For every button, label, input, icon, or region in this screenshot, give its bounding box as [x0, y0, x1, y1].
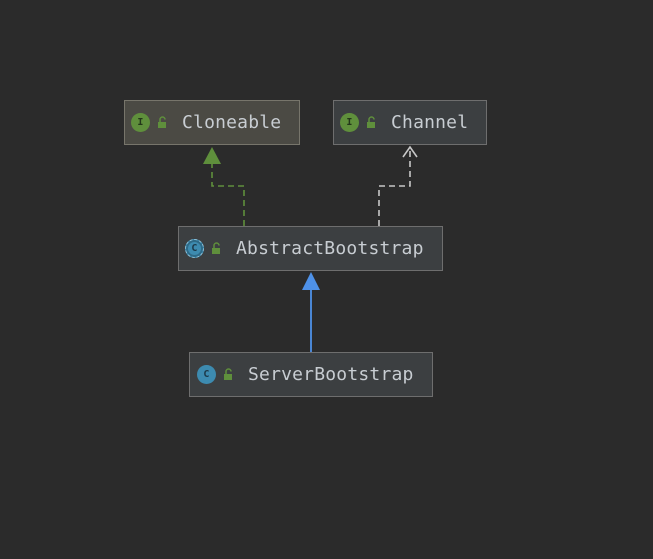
interface-icon: I	[340, 113, 359, 132]
edge-dependency-channel	[378, 145, 418, 226]
dependency-arrowhead	[402, 145, 418, 158]
interface-icon: I	[131, 113, 150, 132]
node-label: Channel	[391, 112, 469, 133]
node-label: Cloneable	[182, 112, 282, 133]
unlocked-icon	[367, 116, 375, 128]
unlocked-icon	[212, 242, 220, 254]
node-label: AbstractBootstrap	[236, 238, 424, 259]
node-label: ServerBootstrap	[248, 364, 414, 385]
unlocked-icon	[158, 116, 166, 128]
unlocked-icon	[224, 368, 232, 380]
implements-arrowhead	[203, 147, 221, 164]
edge-extends-abstractbootstrap	[302, 272, 320, 352]
class-icon: C	[197, 365, 216, 384]
node-serverbootstrap[interactable]: C ServerBootstrap	[189, 352, 433, 397]
abstract-class-icon: C	[185, 239, 204, 258]
node-cloneable[interactable]: I Cloneable	[124, 100, 300, 145]
node-abstractbootstrap[interactable]: C AbstractBootstrap	[178, 226, 443, 271]
extends-arrowhead	[302, 272, 320, 290]
node-channel[interactable]: I Channel	[333, 100, 487, 145]
edge-implements-cloneable	[203, 147, 245, 226]
